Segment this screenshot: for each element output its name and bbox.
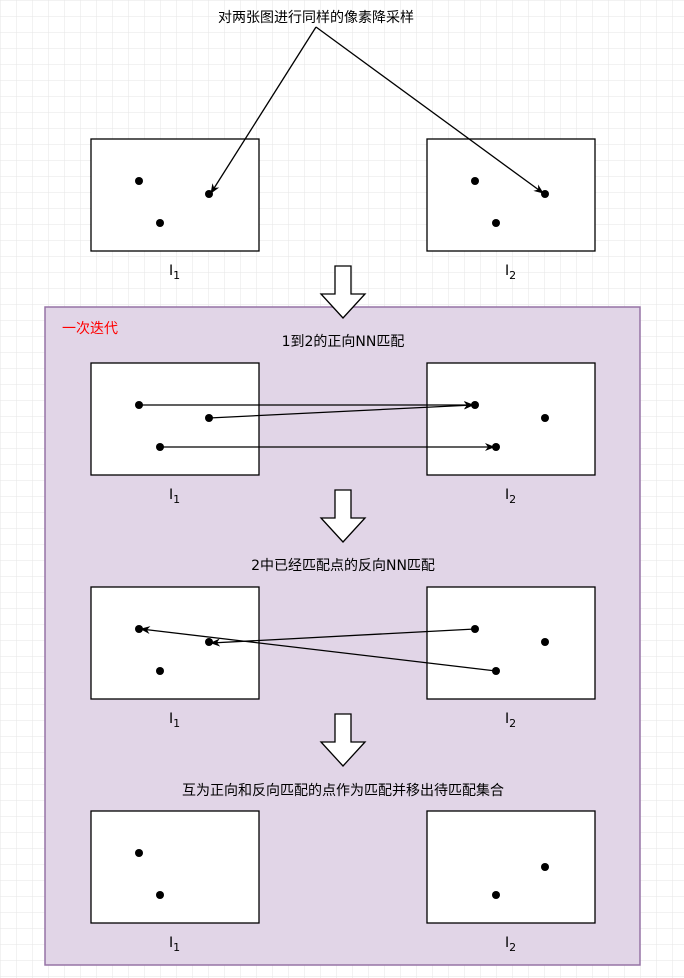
- feature-point: [135, 849, 143, 857]
- feature-point: [541, 638, 549, 646]
- feature-point: [156, 219, 164, 227]
- image-right-box[interactable]: [426, 138, 596, 252]
- feature-point: [471, 177, 479, 185]
- image-left-box[interactable]: [90, 138, 260, 252]
- image-left-box[interactable]: [90, 586, 260, 700]
- feature-point: [156, 891, 164, 899]
- down-block-arrow-icon: [319, 265, 367, 319]
- image-left-label: I1: [169, 263, 180, 282]
- iteration-label: 一次迭代: [62, 321, 118, 337]
- feature-point: [135, 177, 143, 185]
- image-left-box[interactable]: [90, 362, 260, 476]
- match-arrow[interactable]: [210, 628, 476, 647]
- image-right-label: I2: [505, 263, 516, 282]
- feature-point: [541, 414, 549, 422]
- feature-point: [541, 863, 549, 871]
- step-2-title: 2中已经匹配点的反向NN匹配: [251, 558, 435, 574]
- match-arrow[interactable]: [140, 626, 497, 672]
- feature-point: [205, 638, 213, 646]
- image-right-box[interactable]: [426, 586, 596, 700]
- image-right-label: I2: [505, 487, 516, 506]
- step-3-title: 互为正向和反向匹配的点作为匹配并移出待匹配集合: [182, 782, 504, 799]
- match-arrow[interactable]: [315, 26, 544, 194]
- image-right-box[interactable]: [426, 810, 596, 924]
- image-right-box[interactable]: [426, 362, 596, 476]
- image-left-box[interactable]: [90, 810, 260, 924]
- match-arrow[interactable]: [208, 401, 474, 419]
- image-right-label: I2: [505, 711, 516, 730]
- feature-point: [541, 190, 549, 198]
- feature-point: [156, 667, 164, 675]
- step-1-title: 1到2的正向NN匹配: [282, 334, 405, 350]
- image-left-label: I1: [169, 487, 180, 506]
- down-block-arrow-icon: [319, 713, 367, 767]
- feature-point: [492, 219, 500, 227]
- feature-point: [492, 891, 500, 899]
- image-left-label: I1: [169, 935, 180, 954]
- image-right-label: I2: [505, 935, 516, 954]
- top-title: 对两张图进行同样的像素降采样: [218, 10, 414, 26]
- image-left-label: I1: [169, 711, 180, 730]
- match-arrow[interactable]: [210, 26, 317, 194]
- down-block-arrow-icon: [319, 489, 367, 543]
